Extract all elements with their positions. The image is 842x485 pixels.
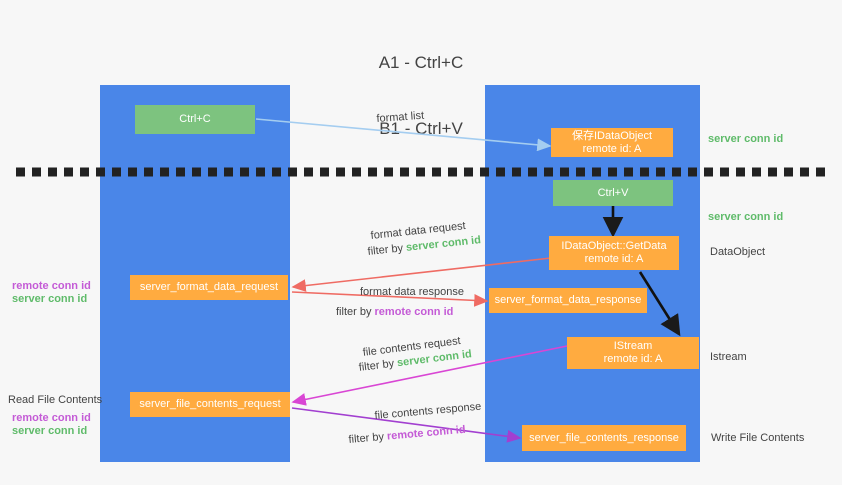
node-ctrl-c-label: Ctrl+C — [179, 113, 211, 125]
node-getdata-line2: remote id: A — [584, 253, 644, 265]
node-server-format-data-response-label: server_format_data_response — [494, 294, 642, 306]
node-save-idataobject-line1: 保存IDataObject — [571, 129, 653, 142]
edge-label-format-data-response-filter: filter by remote conn id — [336, 305, 453, 319]
annotation-remote-conn-id-1: remote conn id — [12, 280, 91, 292]
filter-prefix: filter by — [348, 430, 388, 446]
annotation-remote-conn-id-2: remote conn id — [12, 412, 91, 424]
filter-prefix: filter by — [358, 357, 398, 374]
node-server-format-data-request[interactable]: server_format_data_request — [130, 275, 288, 300]
node-istream-line2: remote id: A — [603, 353, 663, 365]
node-server-file-contents-response-label: server_file_contents_response — [529, 431, 679, 444]
annotation-server-conn-id-top: server conn id — [708, 133, 784, 145]
node-save-idataobject[interactable]: 保存IDataObject remote id: A — [551, 128, 673, 157]
node-server-format-data-request-label: server_format_data_request — [139, 281, 279, 293]
node-ctrl-v[interactable]: Ctrl+V — [553, 180, 673, 206]
annotation-write-file-contents: Write File Contents — [711, 432, 805, 444]
node-getdata-line1: IDataObject::GetData — [561, 240, 667, 252]
node-idataobject-getdata[interactable]: IDataObject::GetData remote id: A — [549, 236, 679, 270]
edge-label-file-contents-response: file contents response — [374, 400, 482, 423]
node-istream[interactable]: IStream remote id: A — [567, 337, 699, 369]
node-save-idataobject-line2: remote id: A — [582, 142, 642, 155]
node-server-file-contents-request[interactable]: server_file_contents_request — [130, 392, 290, 417]
annotation-server-conn-id-1: server conn id — [12, 293, 88, 305]
annotation-server-conn-id-2: server conn id — [12, 425, 88, 437]
annotation-read-file-contents: Read File Contents — [8, 394, 103, 406]
node-ctrl-v-label: Ctrl+V — [597, 186, 629, 199]
node-ctrl-c[interactable]: Ctrl+C — [135, 105, 255, 134]
node-server-format-data-response[interactable]: server_format_data_response — [489, 288, 647, 313]
edge-label-format-data-response: format data response — [360, 285, 464, 299]
edge-label-file-contents-response-text: file contents response — [374, 400, 482, 422]
title-line-1: A1 - Ctrl+C — [378, 53, 464, 72]
node-server-file-contents-request-label: server_file_contents_request — [139, 398, 281, 410]
filter-value-remote-conn-id: remote conn id — [386, 423, 467, 443]
annotation-istream: Istream — [710, 351, 747, 363]
filter-value-remote-conn-id: remote conn id — [374, 306, 454, 318]
edge-label-format-list-text: format list — [376, 109, 425, 125]
edge-label-format-data-response-text: format data response — [360, 286, 464, 298]
node-istream-line1: IStream — [613, 340, 653, 352]
edge-label-file-contents-response-filter: filter by remote conn id — [348, 423, 466, 447]
filter-prefix: filter by — [367, 241, 407, 258]
annotation-dataobject: DataObject — [710, 246, 766, 258]
filter-prefix: filter by — [336, 306, 375, 318]
annotation-server-conn-id-mid: server conn id — [708, 211, 784, 223]
node-server-file-contents-response[interactable]: server_file_contents_response — [522, 425, 686, 451]
